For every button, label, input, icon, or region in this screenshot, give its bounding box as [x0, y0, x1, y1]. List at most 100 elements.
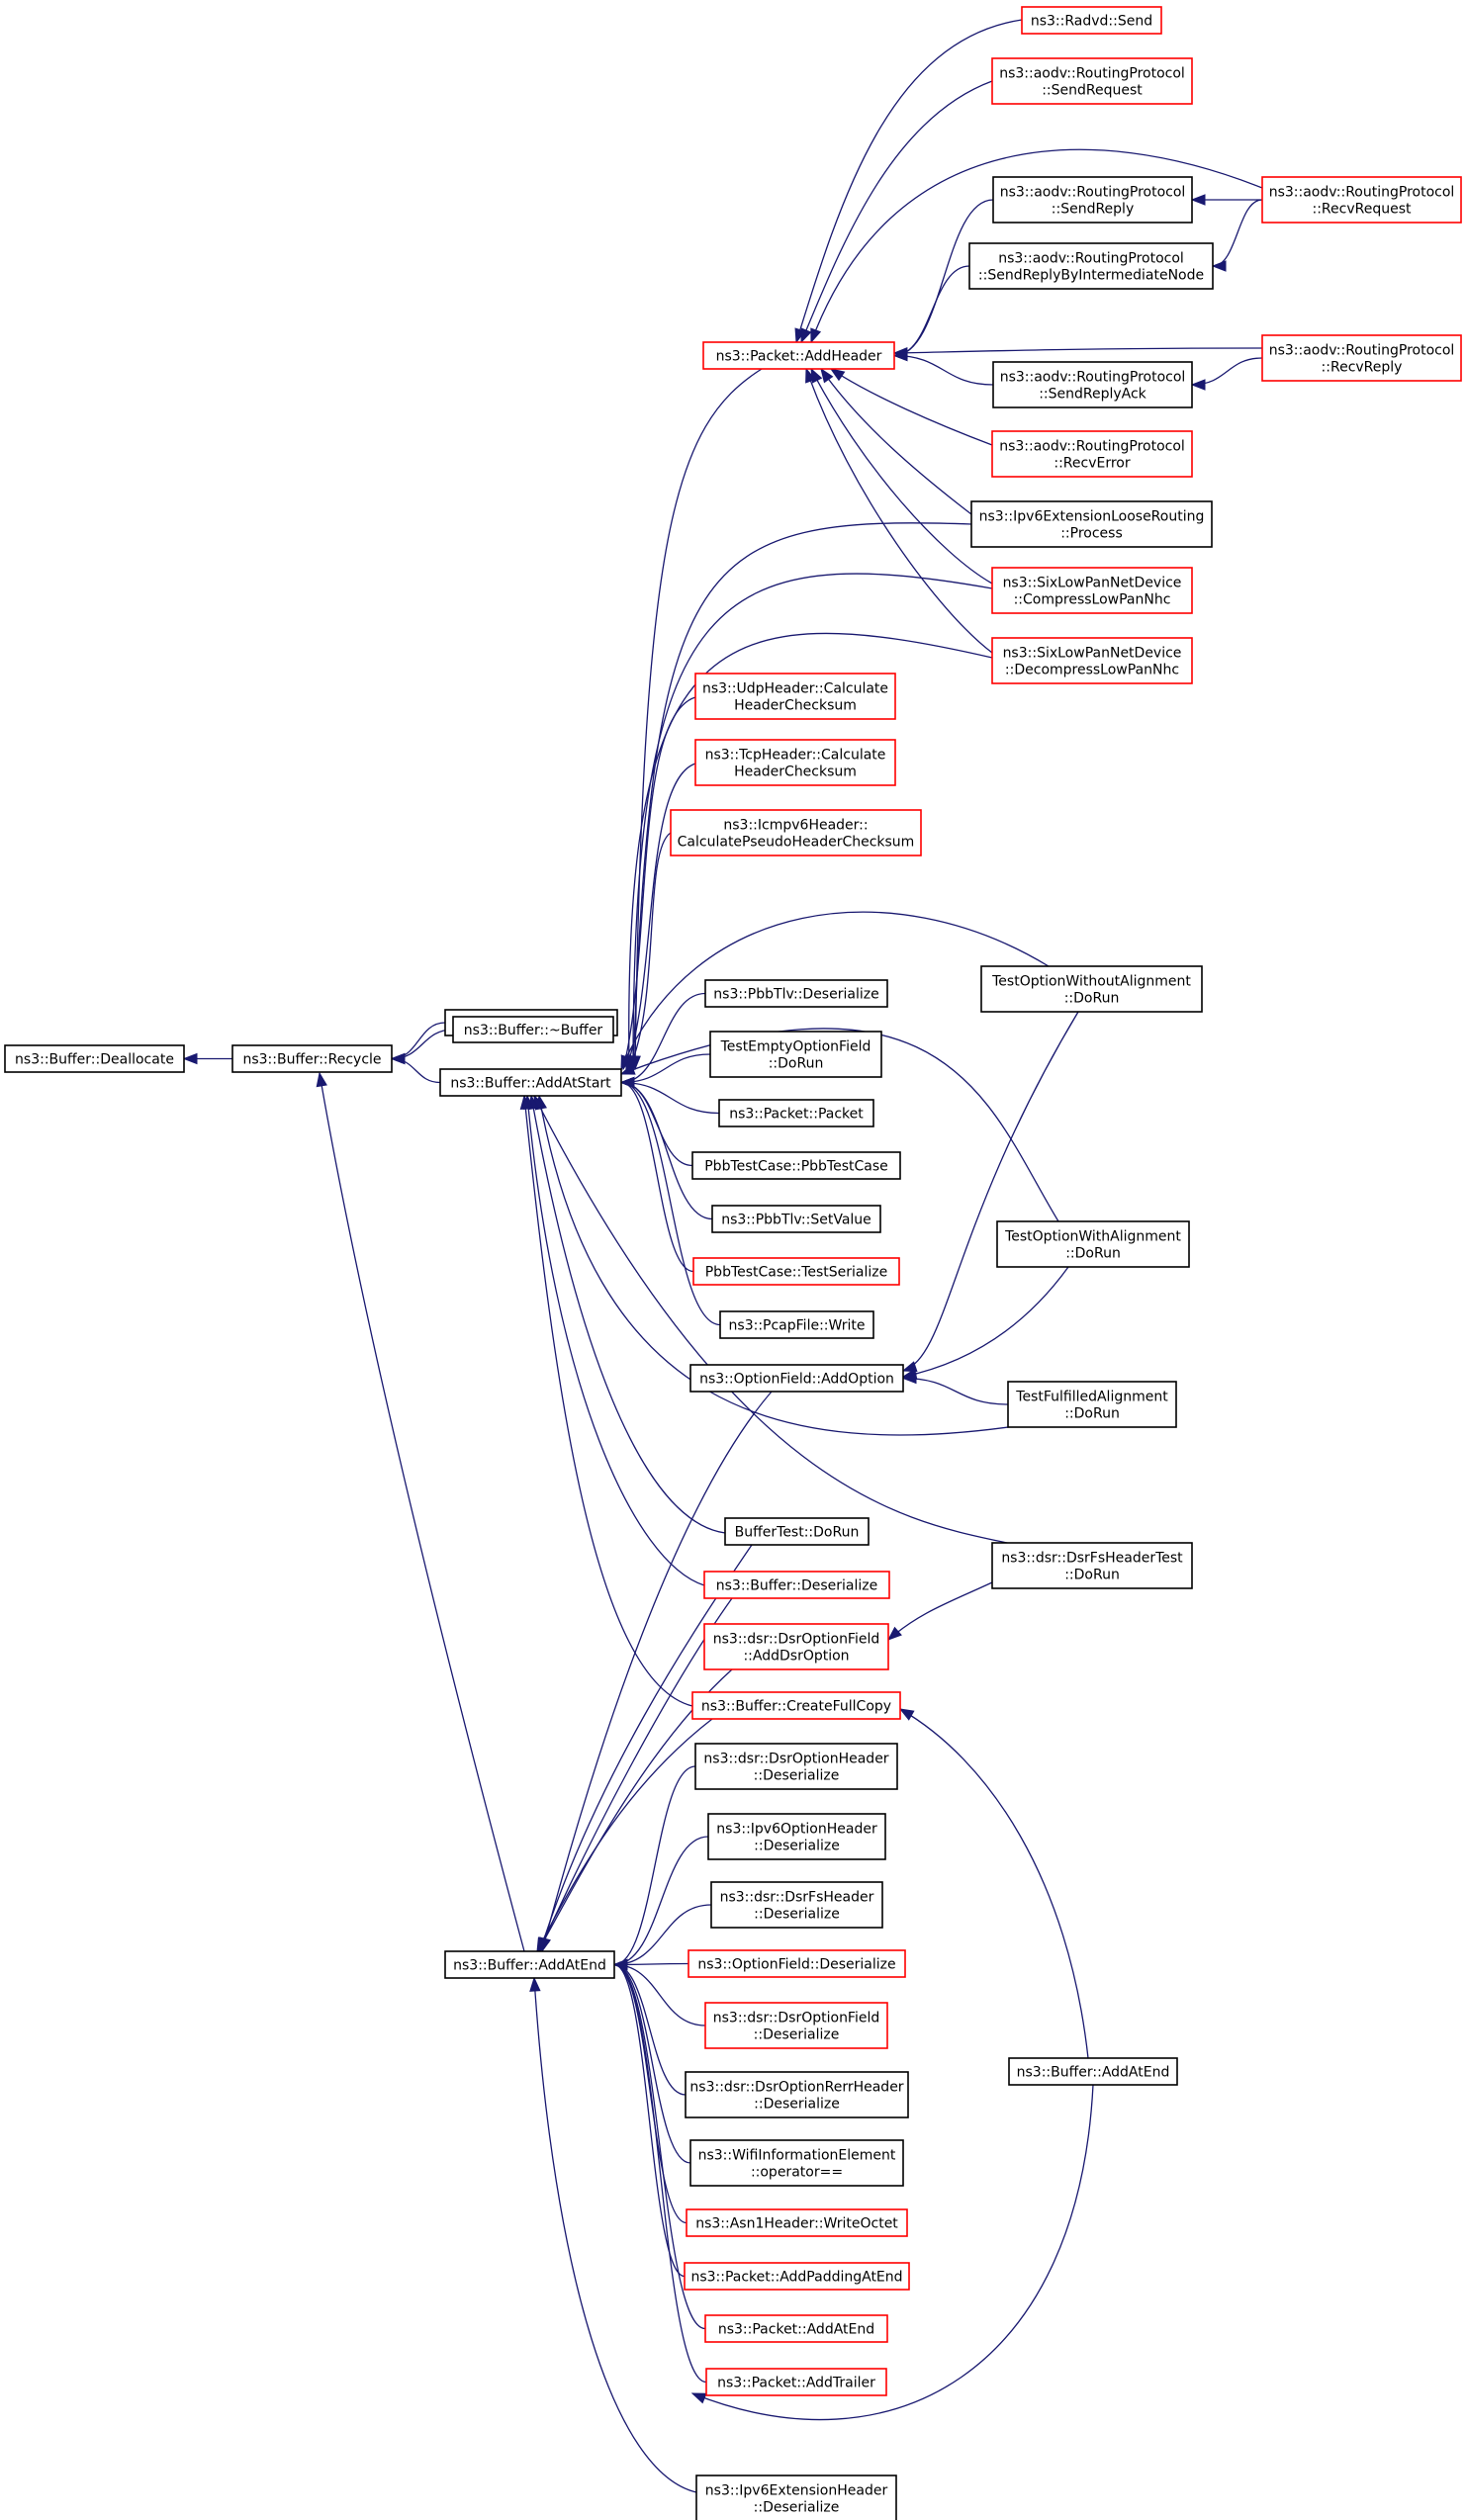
node-box[interactable] [718, 1099, 874, 1127]
node-box[interactable] [1007, 1381, 1177, 1428]
node-box[interactable] [704, 2314, 888, 2343]
node-packet_addheader[interactable]: ns3::Packet::AddHeader [702, 341, 895, 370]
node-box[interactable] [980, 965, 1203, 1013]
node-deallocate[interactable]: ns3::Buffer::Deallocate [4, 1044, 185, 1073]
node-packet_packet[interactable]: ns3::Packet::Packet [718, 1099, 874, 1127]
node-box[interactable] [4, 1044, 185, 1073]
node-radvd_send[interactable]: ns3::Radvd::Send [1021, 6, 1162, 35]
node-box[interactable] [996, 1220, 1190, 1268]
node-addatend_main[interactable]: ns3::Buffer::AddAtEnd [444, 1950, 615, 1979]
node-box[interactable] [968, 242, 1214, 290]
node-box[interactable] [707, 1813, 886, 1860]
node-pbb_testserialize[interactable]: PbbTestCase::TestSerialize [692, 1257, 900, 1286]
node-dsr_optionheader_deser[interactable]: ns3::dsr::DsrOptionHeader::Deserialize [694, 1743, 898, 1790]
node-box[interactable] [694, 1743, 898, 1790]
node-box[interactable] [691, 1151, 901, 1180]
node-box[interactable] [719, 1310, 874, 1339]
node-box[interactable] [694, 673, 896, 720]
node-box[interactable] [688, 1949, 906, 1978]
node-pbbtlv_deserialize[interactable]: ns3::PbbTlv::Deserialize [704, 979, 888, 1008]
node-box[interactable] [991, 1542, 1193, 1589]
node-buffer_addatend_right[interactable]: ns3::Buffer::AddAtEnd [1008, 2057, 1178, 2086]
node-box[interactable] [724, 1517, 870, 1546]
node-packet_addtrailer[interactable]: ns3::Packet::AddTrailer [705, 2368, 887, 2396]
node-box[interactable] [711, 1205, 881, 1233]
node-box[interactable] [991, 567, 1193, 614]
node-buffer_deserialize[interactable]: ns3::Buffer::Deserialize [703, 1571, 890, 1599]
node-box[interactable] [709, 1031, 882, 1078]
node-test_with_align[interactable]: TestOptionWithAlignment::DoRun [996, 1220, 1190, 1268]
node-box[interactable] [992, 176, 1193, 224]
node-aodv_recverror[interactable]: ns3::aodv::RoutingProtocol::RecvError [991, 430, 1193, 478]
node-box[interactable] [703, 1623, 889, 1670]
edge-arrowhead [690, 2392, 707, 2404]
node-ipv6_optionheader_deser[interactable]: ns3::Ipv6OptionHeader::Deserialize [707, 1813, 886, 1860]
node-box[interactable] [694, 739, 896, 786]
node-packet_addatend[interactable]: ns3::Packet::AddAtEnd [704, 2314, 888, 2343]
node-box[interactable] [702, 341, 895, 370]
node-addatstart[interactable]: ns3::Buffer::AddAtStart [439, 1068, 622, 1097]
node-ipv6_looserouting[interactable]: ns3::Ipv6ExtensionLooseRouting::Process [970, 500, 1213, 548]
node-sixlowpan_decompress[interactable]: ns3::SixLowPanNetDevice::DecompressLowPa… [991, 637, 1193, 684]
node-packet_addpadding[interactable]: ns3::Packet::AddPaddingAtEnd [684, 2262, 910, 2291]
node-box[interactable] [1008, 2057, 1178, 2086]
node-box[interactable] [670, 809, 922, 856]
node-pbb_testcase[interactable]: PbbTestCase::PbbTestCase [691, 1151, 901, 1180]
node-dsr_fsheader_deser[interactable]: ns3::dsr::DsrFsHeader::Deserialize [710, 1881, 883, 1929]
node-box[interactable] [992, 361, 1193, 408]
node-test_empty_option[interactable]: TestEmptyOptionField::DoRun [709, 1031, 882, 1078]
node-box[interactable] [439, 1068, 622, 1097]
node-box[interactable] [704, 2002, 888, 2049]
node-box[interactable] [970, 500, 1213, 548]
node-box[interactable] [689, 1364, 904, 1393]
node-box[interactable] [991, 430, 1193, 478]
node-box[interactable] [692, 1257, 900, 1286]
node-box[interactable] [703, 1571, 890, 1599]
node-optionfield_addoption[interactable]: ns3::OptionField::AddOption [689, 1364, 904, 1393]
node-optionfield_deser[interactable]: ns3::OptionField::Deserialize [688, 1949, 906, 1978]
node-box[interactable] [444, 1950, 615, 1979]
node-box[interactable] [691, 1691, 901, 1720]
node-box[interactable] [710, 1881, 883, 1929]
node-pbbtlv_setvalue[interactable]: ns3::PbbTlv::SetValue [711, 1205, 881, 1233]
node-box[interactable] [991, 57, 1193, 105]
node-label: ns3::Asn1Header::WriteOctet [695, 2216, 898, 2232]
node-box[interactable] [1261, 176, 1462, 224]
node-aodv_recvrequest[interactable]: ns3::aodv::RoutingProtocol::RecvRequest [1261, 176, 1462, 224]
node-aodv_sendreply[interactable]: ns3::aodv::RoutingProtocol::SendReply [992, 176, 1193, 224]
node-test_without_align[interactable]: TestOptionWithoutAlignment::DoRun [980, 965, 1203, 1013]
node-box[interactable] [704, 979, 888, 1008]
node-box[interactable] [684, 2262, 910, 2291]
node-aodv_sendreplyinter[interactable]: ns3::aodv::RoutingProtocol::SendReplyByI… [968, 242, 1214, 290]
node-dsr_rerr_deser[interactable]: ns3::dsr::DsrOptionRerrHeader::Deseriali… [685, 2071, 909, 2118]
node-box[interactable] [1261, 334, 1462, 382]
node-box[interactable] [452, 1016, 614, 1043]
node-box[interactable] [991, 637, 1193, 684]
node-dtor[interactable]: ns3::Buffer::~Buffer [452, 1016, 614, 1043]
node-box[interactable] [685, 2071, 909, 2118]
node-ipv6_extheader_deser[interactable]: ns3::Ipv6ExtensionHeader::Deserialize [695, 2475, 897, 2520]
node-pcapfile_write[interactable]: ns3::PcapFile::Write [719, 1310, 874, 1339]
node-asn1_writeoctet[interactable]: ns3::Asn1Header::WriteOctet [686, 2208, 908, 2237]
node-recycle[interactable]: ns3::Buffer::Recycle [231, 1044, 393, 1073]
node-box[interactable] [695, 2475, 897, 2520]
node-box[interactable] [705, 2368, 887, 2396]
node-buffer_createfullcopy[interactable]: ns3::Buffer::CreateFullCopy [691, 1691, 901, 1720]
node-box[interactable] [231, 1044, 393, 1073]
node-box[interactable] [686, 2208, 908, 2237]
node-aodv_sendreplyack[interactable]: ns3::aodv::RoutingProtocol::SendReplyAck [992, 361, 1193, 408]
node-aodv_sendrequest[interactable]: ns3::aodv::RoutingProtocol::SendRequest [991, 57, 1193, 105]
node-dsr_optionfield_deser[interactable]: ns3::dsr::DsrOptionField::Deserialize [704, 2002, 888, 2049]
node-aodv_recvreply[interactable]: ns3::aodv::RoutingProtocol::RecvReply [1261, 334, 1462, 382]
node-dsr_adddsroption[interactable]: ns3::dsr::DsrOptionField::AddDsrOption [703, 1623, 889, 1670]
node-wifi_info_eq[interactable]: ns3::WifiInformationElement::operator== [689, 2139, 904, 2187]
node-buffertest_dorun[interactable]: BufferTest::DoRun [724, 1517, 870, 1546]
node-box[interactable] [689, 2139, 904, 2187]
node-icmpv6_checksum[interactable]: ns3::Icmpv6Header::CalculatePseudoHeader… [670, 809, 922, 856]
node-dsrfs_headertest[interactable]: ns3::dsr::DsrFsHeaderTest::DoRun [991, 1542, 1193, 1589]
node-box[interactable] [1021, 6, 1162, 35]
node-test_fulfilled_align[interactable]: TestFulfilledAlignment::DoRun [1007, 1381, 1177, 1428]
node-sixlowpan_compress[interactable]: ns3::SixLowPanNetDevice::CompressLowPanN… [991, 567, 1193, 614]
